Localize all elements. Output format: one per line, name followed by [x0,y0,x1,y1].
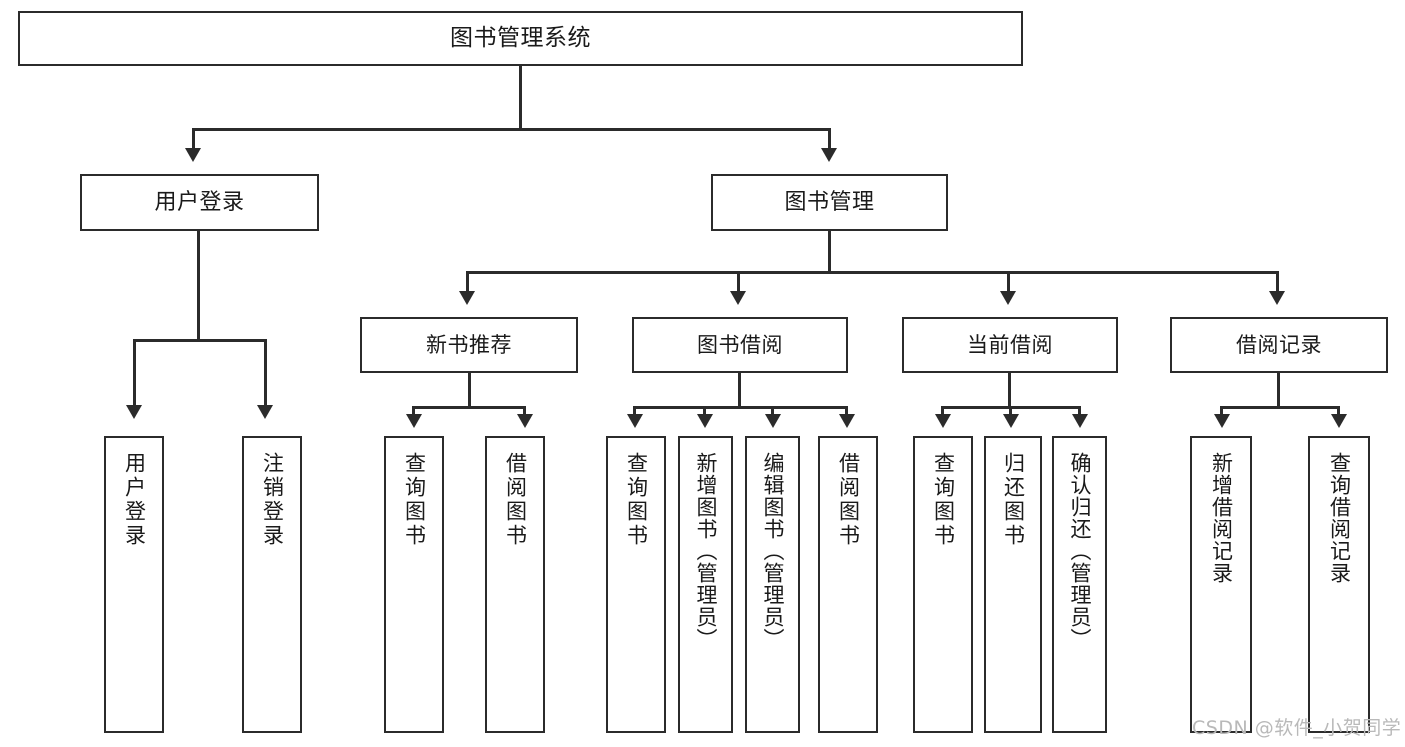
node-borrow-record-label: 借阅记录 [1236,332,1322,357]
node-book-manage[interactable]: 图书管理 [711,174,948,231]
arrow-to-leaf-add-record [1214,414,1230,428]
edge-cb-stem [1008,373,1011,408]
edge-cb-drop-3 [1078,406,1081,418]
edge-br-bus [1220,406,1340,409]
edge-nbr-drop-2 [523,406,526,418]
edge-bm-drop-3 [1007,271,1010,295]
node-book-borrow[interactable]: 图书借阅 [632,317,848,373]
edge-bb-drop-3 [771,406,774,418]
edge-cb-drop-1 [941,406,944,418]
edge-user-login-drop-1 [133,339,136,409]
node-leaf-query-record-label: 查询借阅记录 [1327,452,1352,584]
edge-nbr-bus [412,406,526,409]
edge-root-stem [519,66,522,130]
node-leaf-user-login-label: 用户登录 [122,452,147,548]
node-leaf-confirm-return[interactable]: 确认归还（管理员） [1052,436,1107,733]
node-leaf-query-book-1[interactable]: 查询图书 [384,436,444,733]
edge-bm-drop-4 [1276,271,1279,295]
arrow-to-book-borrow [730,291,746,305]
edge-cb-drop-2 [1009,406,1012,418]
arrow-to-leaf-return-book [1003,414,1019,428]
node-book-manage-label: 图书管理 [784,189,875,215]
arrow-to-user-login [185,148,201,162]
edge-root-drop-left [192,128,195,152]
arrow-to-leaf-user-login [126,405,142,419]
edge-bm-drop-2 [737,271,740,295]
node-leaf-add-record[interactable]: 新增借阅记录 [1190,436,1252,733]
node-leaf-user-login[interactable]: 用户登录 [104,436,164,733]
node-root-label: 图书管理系统 [450,24,591,51]
edge-bm-drop-1 [466,271,469,295]
node-leaf-borrow-book-2-label: 借阅图书 [836,452,861,548]
edge-book-manage-stem [828,231,831,273]
node-borrow-record[interactable]: 借阅记录 [1170,317,1388,373]
node-leaf-query-book-3[interactable]: 查询图书 [913,436,973,733]
node-leaf-add-record-label: 新增借阅记录 [1209,452,1234,584]
edge-bb-drop-4 [845,406,848,418]
edge-user-login-bus [133,339,267,342]
node-leaf-borrow-book-2[interactable]: 借阅图书 [818,436,878,733]
edge-book-manage-bus [466,271,1279,274]
node-leaf-add-book-label: 新增图书（管理员） [694,452,718,650]
arrow-to-borrow-record [1269,291,1285,305]
node-leaf-borrow-book-1-label: 借阅图书 [503,452,528,548]
arrow-to-leaf-query-record [1331,414,1347,428]
edge-root-bus [192,128,831,131]
node-leaf-add-book[interactable]: 新增图书（管理员） [678,436,733,733]
node-user-login-label: 用户登录 [154,189,245,215]
edge-nbr-stem [468,373,471,408]
edge-bb-drop-2 [703,406,706,418]
arrow-to-leaf-borrow-book-1 [517,414,533,428]
arrow-to-leaf-query-book-2 [627,414,643,428]
node-leaf-return-book[interactable]: 归还图书 [984,436,1042,733]
edge-nbr-drop-1 [412,406,415,418]
arrow-to-leaf-edit-book [765,414,781,428]
arrow-to-leaf-logout [257,405,273,419]
node-leaf-confirm-return-label: 确认归还（管理员） [1068,452,1092,650]
node-leaf-edit-book[interactable]: 编辑图书（管理员） [745,436,800,733]
arrow-to-leaf-borrow-book-2 [839,414,855,428]
node-leaf-query-book-2[interactable]: 查询图书 [606,436,666,733]
arrow-to-leaf-query-book-3 [935,414,951,428]
node-leaf-logout[interactable]: 注销登录 [242,436,302,733]
arrow-to-leaf-add-book [697,414,713,428]
edge-bb-bus [633,406,848,409]
node-leaf-query-record[interactable]: 查询借阅记录 [1308,436,1370,733]
edge-bb-stem [738,373,741,408]
edge-root-drop-right [828,128,831,152]
node-leaf-borrow-book-1[interactable]: 借阅图书 [485,436,545,733]
arrow-to-current-borrow [1000,291,1016,305]
edge-bb-drop-1 [633,406,636,418]
node-current-borrow-label: 当前借阅 [967,332,1053,357]
node-user-login[interactable]: 用户登录 [80,174,319,231]
edge-br-drop-2 [1337,406,1340,418]
edge-br-stem [1277,373,1280,408]
node-leaf-query-book-3-label: 查询图书 [931,452,956,548]
edge-user-login-drop-2 [264,339,267,409]
node-leaf-logout-label: 注销登录 [260,452,285,548]
arrow-to-leaf-query-book-1 [406,414,422,428]
node-new-book-rec-label: 新书推荐 [426,332,512,357]
node-leaf-edit-book-label: 编辑图书（管理员） [761,452,785,650]
arrow-to-leaf-confirm-return [1072,414,1088,428]
edge-br-drop-1 [1220,406,1223,418]
node-leaf-query-book-1-label: 查询图书 [402,452,427,548]
node-leaf-query-book-2-label: 查询图书 [624,452,649,548]
node-book-borrow-label: 图书借阅 [697,332,783,357]
arrow-to-new-book-rec [459,291,475,305]
arrow-to-book-manage [821,148,837,162]
node-root[interactable]: 图书管理系统 [18,11,1023,66]
node-current-borrow[interactable]: 当前借阅 [902,317,1118,373]
node-leaf-return-book-label: 归还图书 [1001,452,1026,548]
node-new-book-rec[interactable]: 新书推荐 [360,317,578,373]
edge-user-login-stem [197,231,200,341]
